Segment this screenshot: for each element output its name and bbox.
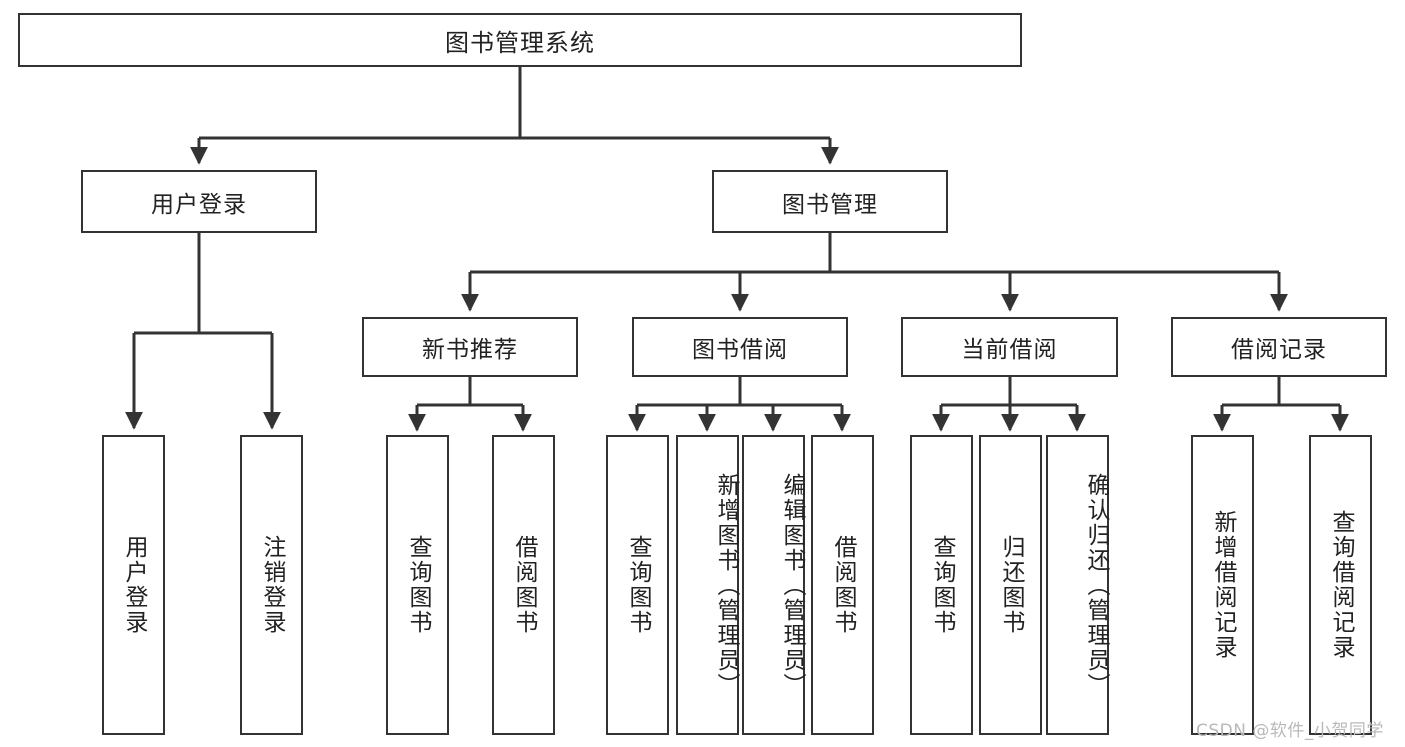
- leaf-new-book-query-book[interactable]: 查询图书: [386, 435, 449, 735]
- node-label: 归还图书: [998, 535, 1024, 635]
- node-label: 用户登录: [121, 535, 147, 635]
- node-current-borrow[interactable]: 当前借阅: [901, 317, 1118, 377]
- node-user-login[interactable]: 用户登录: [81, 170, 317, 233]
- node-label: 图书管理: [782, 191, 878, 218]
- node-label: 借阅图书: [830, 535, 856, 635]
- node-label: 借阅记录: [1231, 337, 1327, 363]
- node-label: 查询图书: [625, 535, 651, 635]
- node-label: 用户登录: [151, 191, 247, 218]
- node-label: 查询图书: [929, 535, 955, 635]
- node-label: 图书借阅: [692, 337, 788, 363]
- node-label: 新书推荐: [422, 337, 518, 363]
- node-book-management[interactable]: 图书管理: [712, 170, 948, 233]
- node-book-borrow[interactable]: 图书借阅: [632, 317, 848, 377]
- leaf-user-login-logout[interactable]: 注销登录: [240, 435, 303, 735]
- node-label: 编辑图书（管理员）: [779, 472, 805, 698]
- node-borrow-record[interactable]: 借阅记录: [1171, 317, 1387, 377]
- node-root-book-management-system[interactable]: 图书管理系统: [18, 13, 1022, 67]
- node-label: 确认归还（管理员）: [1083, 472, 1109, 698]
- leaf-borrow-record-add-record[interactable]: 新增借阅记录: [1191, 435, 1254, 735]
- leaf-book-borrow-add-book-admin[interactable]: 新增图书（管理员）: [676, 435, 739, 735]
- node-label: 新增借阅记录: [1210, 510, 1236, 660]
- leaf-current-borrow-confirm-return-admin[interactable]: 确认归还（管理员）: [1046, 435, 1109, 735]
- leaf-current-borrow-return-book[interactable]: 归还图书: [979, 435, 1042, 735]
- leaf-user-login-login[interactable]: 用户登录: [102, 435, 165, 735]
- node-label: 图书管理系统: [445, 28, 595, 57]
- node-label: 查询借阅记录: [1328, 510, 1354, 660]
- leaf-current-borrow-query-book[interactable]: 查询图书: [910, 435, 973, 735]
- node-label: 借阅图书: [511, 535, 537, 635]
- node-label: 查询图书: [405, 535, 431, 635]
- node-label: 当前借阅: [961, 337, 1058, 363]
- node-new-book-recommend[interactable]: 新书推荐: [362, 317, 578, 377]
- leaf-book-borrow-query-book[interactable]: 查询图书: [606, 435, 669, 735]
- node-label: 新增图书（管理员）: [713, 472, 739, 698]
- csdn-watermark: CSDN @软件_小贺同学: [1196, 721, 1384, 741]
- leaf-book-borrow-borrow-book[interactable]: 借阅图书: [811, 435, 874, 735]
- node-label: 注销登录: [259, 535, 285, 635]
- leaf-borrow-record-query-record[interactable]: 查询借阅记录: [1309, 435, 1372, 735]
- leaf-book-borrow-edit-book-admin[interactable]: 编辑图书（管理员）: [742, 435, 805, 735]
- leaf-new-book-borrow-book[interactable]: 借阅图书: [492, 435, 555, 735]
